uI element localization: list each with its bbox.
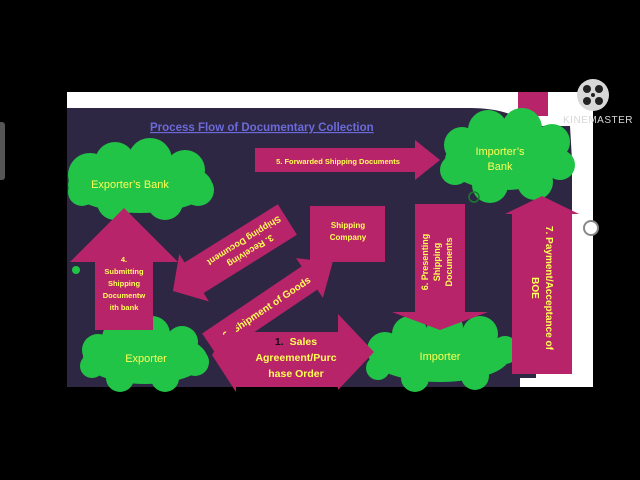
exporter-label: Exporter (125, 353, 167, 365)
importer-label: Importer (420, 351, 461, 363)
slide-nav-button[interactable] (583, 220, 599, 236)
step4-label-line5: ith bank (110, 303, 140, 312)
step5-label: 5. Forwarded Shipping Documents (276, 157, 400, 166)
step6-label-line1: 6. Presenting (420, 234, 430, 291)
step4-label-line1: 4. (121, 255, 127, 264)
step4-label-line2: Submitting (104, 267, 144, 276)
shipping-company-callout (310, 206, 385, 280)
importers-bank-label-line2: Bank (487, 161, 513, 173)
step4-label-line3: Shipping (108, 279, 140, 288)
shipping-company-label-line1: Shipping (331, 221, 365, 230)
decor-dot-left (72, 266, 80, 274)
exporter-cloud (80, 316, 209, 392)
decor-ring-cloud (468, 191, 480, 203)
arrow-step7 (505, 196, 579, 374)
svg-text:1. Sales: 1. Sales (275, 336, 317, 348)
step7-label-line1: 7. Payment/Acceptance of (543, 226, 554, 351)
exporters-bank-label: Exporter’s Bank (91, 179, 169, 191)
arrow-step1 (212, 314, 374, 392)
exporters-bank-cloud (68, 138, 214, 220)
step7-label-line2: BOE (529, 277, 540, 299)
step4-label: 4. Submitting Shipping Documentw ith ban… (103, 255, 146, 312)
arrow-step4 (70, 208, 178, 330)
importer-cloud (366, 310, 519, 392)
arrow-step6 (392, 204, 488, 330)
step1-label-line2: Agreement/Purc (255, 352, 336, 364)
shipping-company-label-line2: Company (330, 233, 367, 242)
importers-bank-label-line1: Importer’s (475, 146, 525, 158)
step1-label: 1. Sales Agreement/Purc hase Order (255, 336, 336, 380)
step1-label-line3: hase Order (268, 368, 323, 380)
importers-bank-cloud (440, 108, 575, 203)
step1-label-line1: Sales (290, 336, 318, 348)
step6-label-line3: Documents (444, 237, 454, 286)
arrow-step5 (255, 140, 440, 180)
watermark-text: KINEMASTER (563, 115, 634, 126)
slide-title: Process Flow of Documentary Collection (150, 122, 374, 134)
step1-number: 1. (275, 336, 284, 348)
kinemaster-logo-icon (576, 78, 610, 112)
step4-label-line4: Documentw (103, 291, 146, 300)
step6-label-line2: Shipping (432, 243, 442, 282)
side-panel-handle[interactable] (0, 122, 5, 180)
